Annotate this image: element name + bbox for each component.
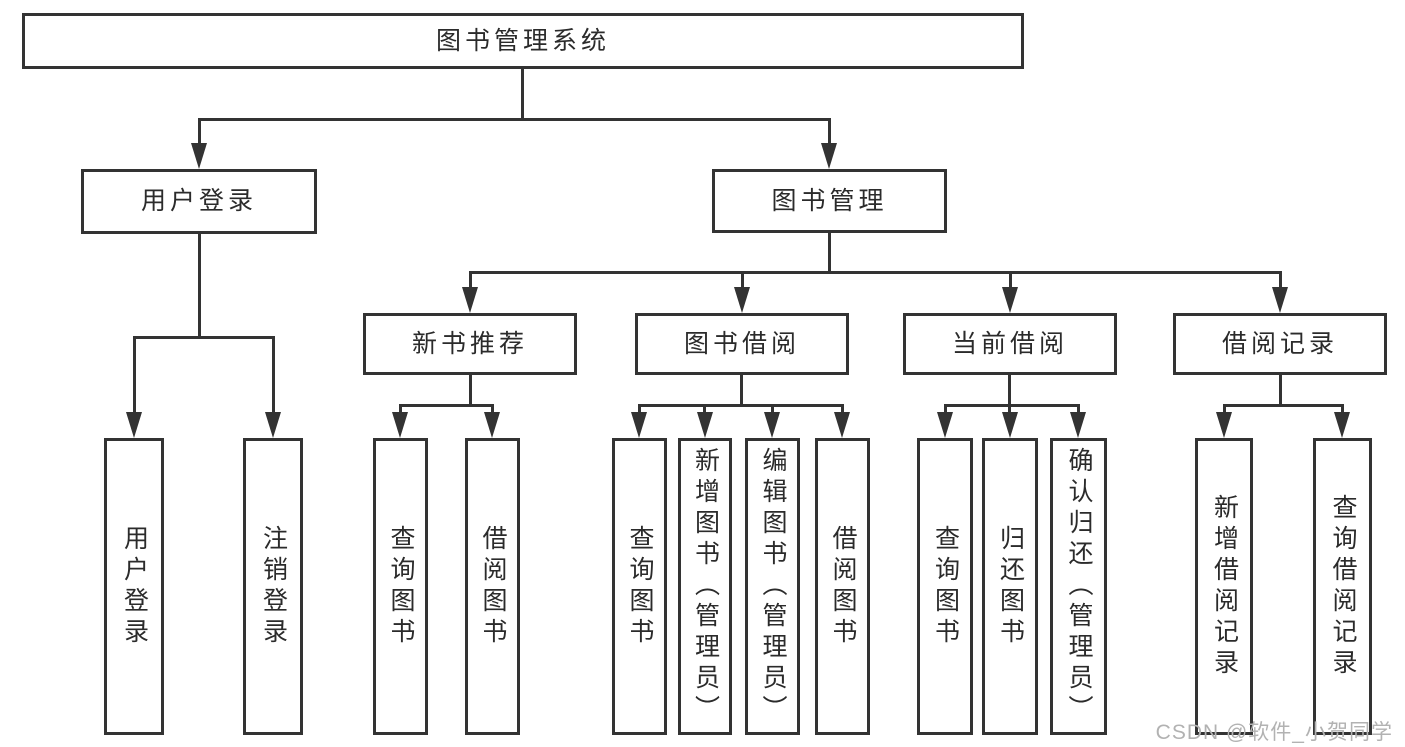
leaf-label: 查询借阅记录 xyxy=(1329,493,1357,680)
leaf-add-borrow-record: 新增借阅记录 xyxy=(1195,438,1253,735)
node-label: 图书借阅 xyxy=(683,329,800,358)
arrow-down-icon xyxy=(834,412,850,438)
connector-line xyxy=(703,404,706,416)
leaf-label: 借阅图书 xyxy=(479,524,507,649)
connector-line xyxy=(1341,404,1344,416)
leaf-label: 归还图书 xyxy=(996,524,1025,649)
node-label: 借阅记录 xyxy=(1221,329,1338,358)
node-user-login: 用户登录 xyxy=(81,169,317,234)
node-book-borrowing: 图书借阅 xyxy=(635,313,849,375)
leaf-label: 用户登录 xyxy=(120,524,149,649)
connector-line xyxy=(771,404,774,416)
connector-line xyxy=(272,336,275,414)
node-label: 图书管理 xyxy=(771,186,888,215)
node-book-management: 图书管理 xyxy=(712,169,947,233)
connector-line xyxy=(469,271,472,289)
arrow-down-icon xyxy=(1334,412,1350,438)
connector-line xyxy=(1008,375,1011,406)
arrow-down-icon xyxy=(484,412,500,438)
leaf-borrow-books-recommend: 借阅图书 xyxy=(465,438,520,735)
leaf-label: 新增图书（管理员） xyxy=(691,447,720,726)
arrow-down-icon xyxy=(126,412,142,438)
leaf-label: 借阅图书 xyxy=(829,524,857,649)
connector-line xyxy=(133,336,136,414)
connector-line xyxy=(1077,404,1080,416)
node-label: 当前借阅 xyxy=(951,329,1068,358)
leaf-user-login: 用户登录 xyxy=(104,438,164,735)
arrow-down-icon xyxy=(1070,412,1086,438)
connector-line xyxy=(1223,404,1226,416)
leaf-label: 新增借阅记录 xyxy=(1210,493,1239,680)
arrow-down-icon xyxy=(734,287,750,313)
leaf-add-books-admin: 新增图书（管理员） xyxy=(678,438,732,735)
arrow-down-icon xyxy=(1216,412,1232,438)
connector-line xyxy=(399,404,494,407)
node-current-borrowing: 当前借阅 xyxy=(903,313,1117,375)
connector-line xyxy=(198,118,831,121)
leaf-logout: 注销登录 xyxy=(243,438,303,735)
connector-line xyxy=(1223,404,1344,407)
arrow-down-icon xyxy=(631,412,647,438)
connector-line xyxy=(198,234,201,336)
leaf-query-books-current: 查询图书 xyxy=(917,438,973,735)
leaf-label: 查询图书 xyxy=(931,524,960,649)
connector-line xyxy=(198,118,201,146)
connector-line xyxy=(828,118,831,146)
leaf-label: 查询图书 xyxy=(387,524,415,649)
arrow-down-icon xyxy=(1272,287,1288,313)
connector-line xyxy=(741,271,744,289)
connector-line xyxy=(1009,271,1012,289)
connector-line xyxy=(521,69,524,118)
leaf-label: 编辑图书（管理员） xyxy=(759,447,787,726)
connector-line xyxy=(841,404,844,416)
arrow-down-icon xyxy=(697,412,713,438)
connector-line xyxy=(1279,375,1282,406)
csdn-watermark: CSDN @软件_小贺同学 xyxy=(1155,721,1393,744)
leaf-label: 确认归还（管理员） xyxy=(1065,447,1093,726)
leaf-query-borrow-record: 查询借阅记录 xyxy=(1313,438,1372,735)
connector-line xyxy=(399,404,402,416)
connector-line xyxy=(133,336,275,339)
connector-line xyxy=(944,404,1080,407)
node-borrowing-records: 借阅记录 xyxy=(1173,313,1387,375)
leaf-query-books-recommend: 查询图书 xyxy=(373,438,428,735)
leaf-confirm-return-admin: 确认归还（管理员） xyxy=(1050,438,1107,735)
leaf-query-books-borrowing: 查询图书 xyxy=(612,438,667,735)
leaf-label: 查询图书 xyxy=(626,524,654,649)
leaf-edit-books-admin: 编辑图书（管理员） xyxy=(745,438,800,735)
connector-line xyxy=(638,404,641,416)
arrow-down-icon xyxy=(937,412,953,438)
leaf-return-books: 归还图书 xyxy=(982,438,1038,735)
arrow-down-icon xyxy=(1002,287,1018,313)
leaf-borrow-books: 借阅图书 xyxy=(815,438,870,735)
arrow-down-icon xyxy=(764,412,780,438)
node-label: 图书管理系统 xyxy=(435,26,610,55)
connector-line xyxy=(828,233,831,273)
node-label: 用户登录 xyxy=(140,187,257,215)
connector-line xyxy=(469,375,472,406)
leaf-label: 注销登录 xyxy=(259,524,288,649)
connector-line xyxy=(491,404,494,416)
arrow-down-icon xyxy=(821,143,837,169)
connector-line xyxy=(1008,404,1011,416)
arrow-down-icon xyxy=(191,143,207,169)
node-label: 新书推荐 xyxy=(411,329,528,358)
arrow-down-icon xyxy=(1002,412,1018,438)
node-new-book-recommendation: 新书推荐 xyxy=(363,313,577,375)
arrow-down-icon xyxy=(462,287,478,313)
connector-line xyxy=(469,271,1282,274)
node-library-management-system: 图书管理系统 xyxy=(22,13,1024,69)
arrow-down-icon xyxy=(392,412,408,438)
connector-line xyxy=(638,404,844,407)
arrow-down-icon xyxy=(265,412,281,438)
connector-line xyxy=(740,375,743,406)
connector-line xyxy=(944,404,947,416)
connector-line xyxy=(1279,271,1282,289)
